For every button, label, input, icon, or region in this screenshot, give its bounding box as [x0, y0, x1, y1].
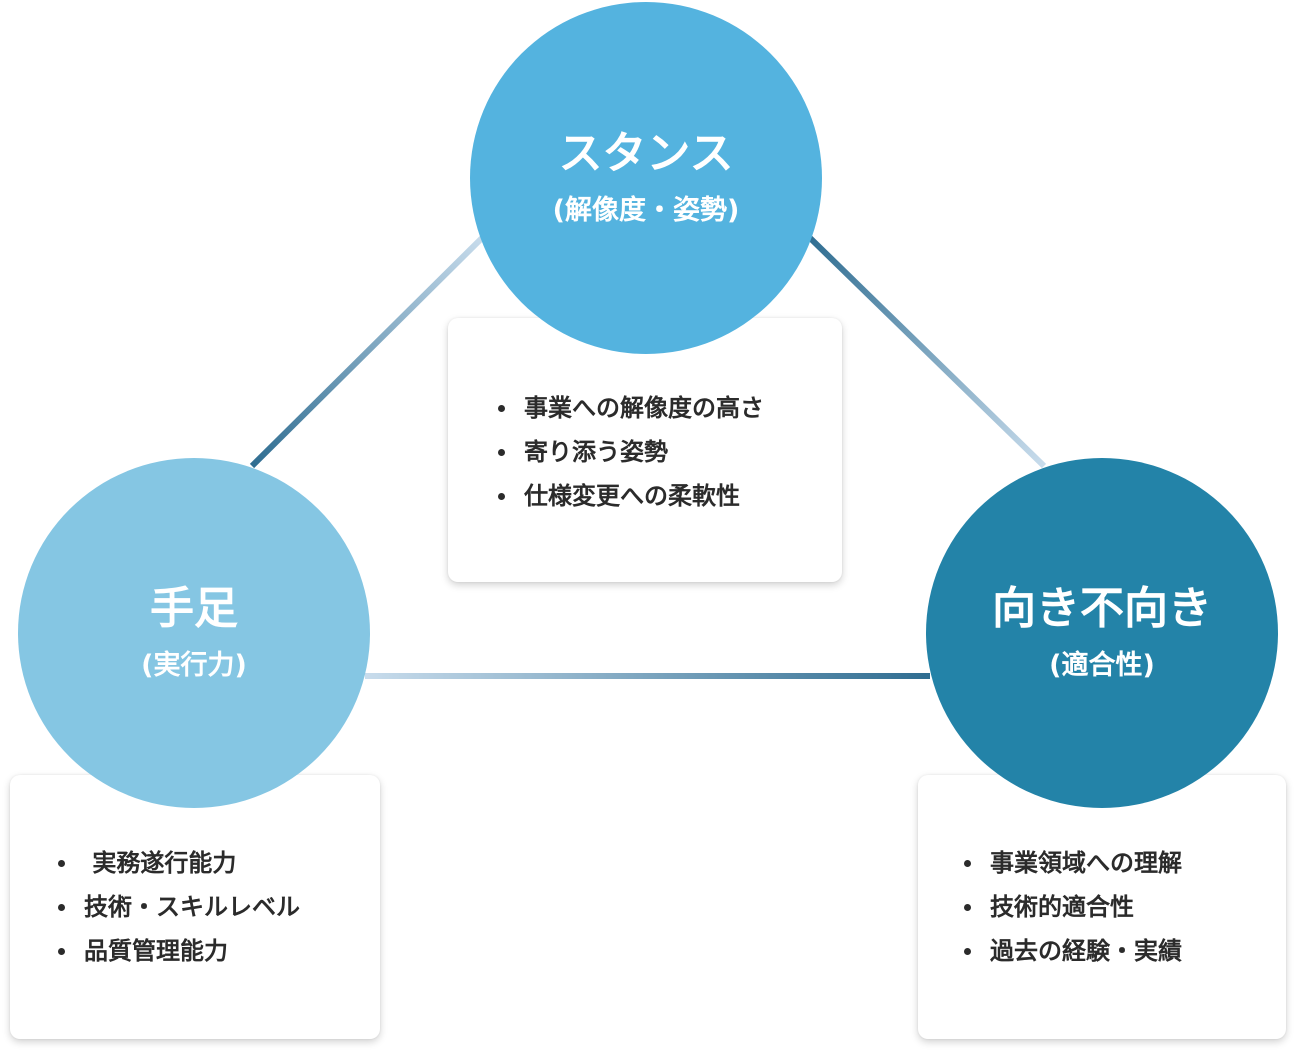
list-item: 実務遂行能力 [58, 841, 300, 885]
stance-detail-card: 事業への解像度の高さ 寄り添う姿勢 仕様変更への柔軟性 [448, 318, 842, 582]
stance-node-subtitle: (解像度・姿勢) [552, 195, 740, 226]
list-item: 技術・スキルレベル [58, 885, 300, 929]
fit-detail-card: 事業領域への理解 技術的適合性 過去の経験・実績 [918, 775, 1286, 1039]
connector-top-left [249, 233, 487, 469]
fit-node: 向き不向き (適合性) [926, 458, 1278, 808]
execution-detail-card: 実務遂行能力 技術・スキルレベル 品質管理能力 [10, 775, 380, 1039]
execution-node: 手足 (実行力) [18, 458, 370, 808]
list-item: 品質管理能力 [58, 929, 300, 973]
execution-detail-list: 実務遂行能力 技術・スキルレベル 品質管理能力 [58, 841, 300, 973]
execution-node-title: 手足 [150, 583, 238, 634]
stance-node-title: スタンス [558, 128, 734, 179]
list-item: 技術的適合性 [964, 885, 1182, 929]
list-item: 過去の経験・実績 [964, 929, 1182, 973]
stance-node: スタンス (解像度・姿勢) [470, 2, 822, 354]
list-item: 寄り添う姿勢 [498, 430, 764, 474]
list-item: 事業への解像度の高さ [498, 386, 764, 430]
fit-node-title: 向き不向き [992, 583, 1212, 634]
fit-detail-list: 事業領域への理解 技術的適合性 過去の経験・実績 [964, 841, 1182, 973]
fit-node-subtitle: (適合性) [1049, 650, 1155, 681]
execution-node-subtitle: (実行力) [141, 650, 247, 681]
connector-top-right [805, 233, 1047, 469]
stance-detail-list: 事業への解像度の高さ 寄り添う姿勢 仕様変更への柔軟性 [498, 386, 764, 518]
list-item: 事業領域への理解 [964, 841, 1182, 885]
list-item: 仕様変更への柔軟性 [498, 474, 764, 518]
